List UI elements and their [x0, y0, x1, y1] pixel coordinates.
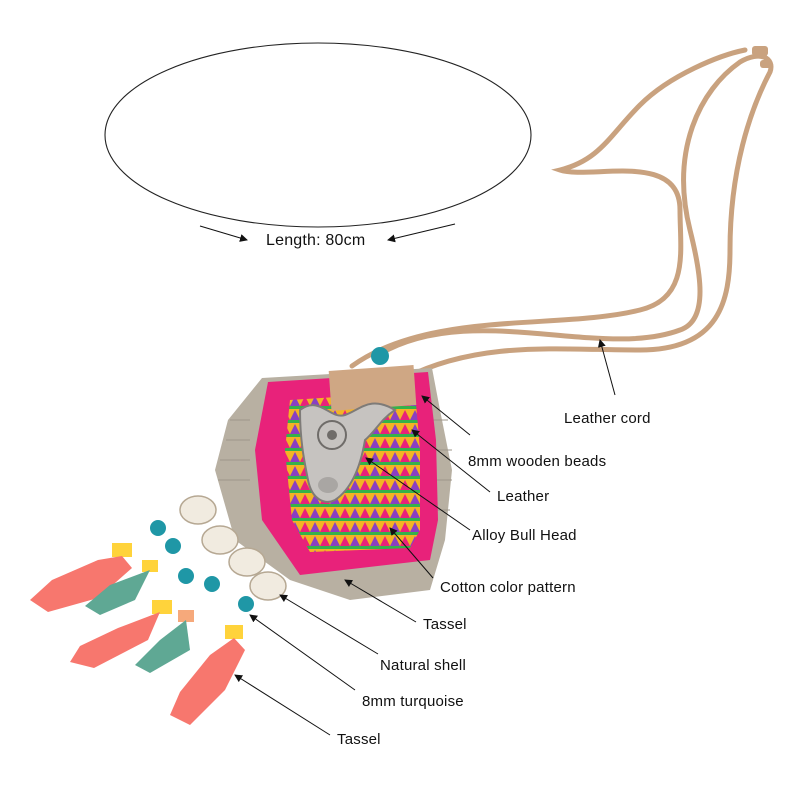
callout-wooden-beads: 8mm wooden beads	[468, 453, 607, 470]
leader-tassel-1	[344, 579, 417, 623]
tassel-pink-3	[170, 625, 245, 725]
tassel-green-1	[85, 560, 158, 615]
leader-leather	[411, 429, 491, 493]
turquoise-beads	[150, 520, 254, 612]
length-ellipse	[104, 42, 532, 228]
length-label: Length: 80cm	[266, 232, 366, 249]
leader-leather-cord	[597, 339, 616, 396]
callout-turquoise: 8mm turquoise	[362, 693, 464, 710]
leather-plaque	[328, 365, 417, 411]
leader-pattern	[389, 527, 434, 579]
callout-bull-head: Alloy Bull Head	[472, 527, 577, 544]
tassel-pink-2	[70, 600, 172, 668]
leader-wooden-beads	[421, 395, 471, 436]
callout-cotton-pattern: Cotton color pattern	[440, 579, 576, 596]
leader-natural-shell	[279, 594, 379, 655]
callout-leather-cord: Leather cord	[564, 410, 651, 427]
tassel-green-2	[135, 610, 194, 673]
callout-tassel-upper: Tassel	[423, 616, 467, 633]
callout-leather: Leather	[497, 488, 550, 505]
leader-turquoise	[249, 614, 356, 691]
leather-cord	[349, 47, 774, 381]
cord-knot	[752, 46, 772, 68]
leader-tassel-2	[234, 674, 331, 736]
callout-tassel-lower: Tassel	[337, 731, 381, 748]
length-arrow-left	[199, 225, 248, 242]
tassel-pink-1	[30, 543, 132, 612]
leader-bull-head	[365, 457, 471, 531]
natural-shells	[179, 495, 287, 601]
length-arrow-right	[387, 223, 456, 243]
alloy-bull-head	[298, 402, 397, 503]
wooden-bead-left	[371, 347, 389, 365]
callout-natural-shell: Natural shell	[380, 657, 466, 674]
